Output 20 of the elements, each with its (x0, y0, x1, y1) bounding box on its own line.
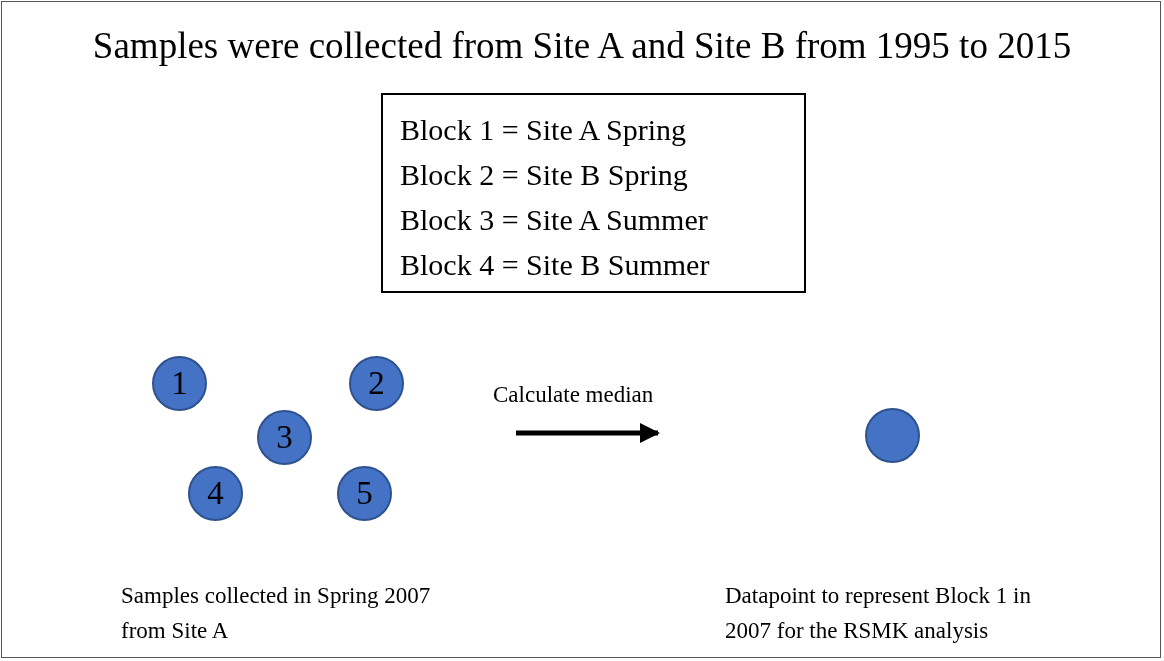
caption-text: Datapoint to represent Block 1 in 2007 for the RSMK analysis (725, 582, 1032, 645)
caption-text: Samples collected in Spring 2007 from Site A (121, 582, 432, 645)
sample-number: 5 (356, 477, 373, 510)
key-entry: Block 1 = Site A Spring (400, 112, 687, 148)
key-entry: Block 2 = Site B Spring (400, 157, 688, 193)
sample-number: 1 (171, 367, 188, 400)
sample-number: 2 (368, 367, 385, 400)
sample-circle (337, 466, 392, 521)
sample-number: 4 (207, 477, 224, 510)
sample-circle (152, 356, 207, 411)
title: Samples were collected from Site A and Site B from 1995 to 2015 (91, 24, 1073, 67)
key-entry: Block 4 = Site B Summer (400, 247, 710, 283)
sample-number: 3 (276, 421, 293, 454)
step-label: Calculate median (493, 381, 655, 409)
sample-circle (257, 410, 312, 465)
key-entry: Block 3 = Site A Summer (400, 202, 708, 238)
datapoint-circle (865, 408, 920, 463)
sample-circle (188, 466, 243, 521)
sample-circle (349, 356, 404, 411)
key-box (381, 93, 806, 293)
